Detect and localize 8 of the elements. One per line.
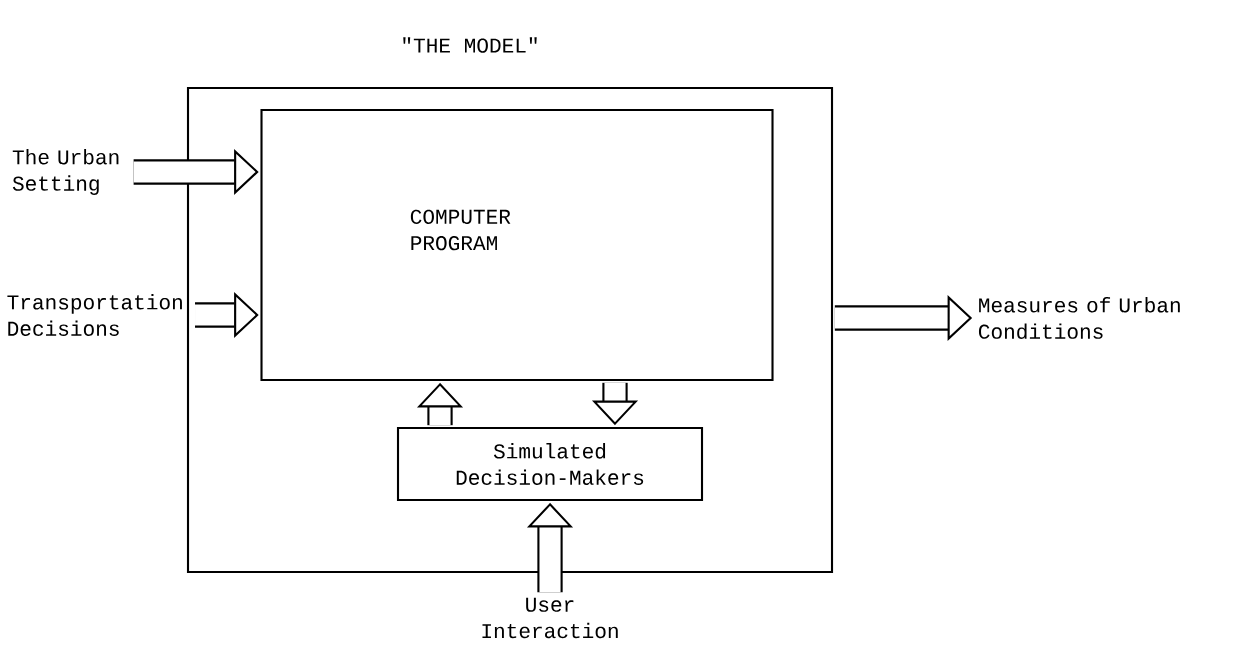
title: "THE MODEL": [403, 37, 537, 53]
label-text: User Interaction: [482, 597, 618, 639]
label-text: Transportation Decisions: [7, 294, 182, 336]
label-text: The Urban Setting: [12, 149, 119, 195]
frame-box: [186, 86, 834, 574]
label-text: Measures of Urban Conditions: [978, 297, 1180, 339]
process-box: Simulated Decision-Makers: [396, 426, 704, 502]
process-box: COMPUTER PROGRAM: [260, 108, 774, 382]
